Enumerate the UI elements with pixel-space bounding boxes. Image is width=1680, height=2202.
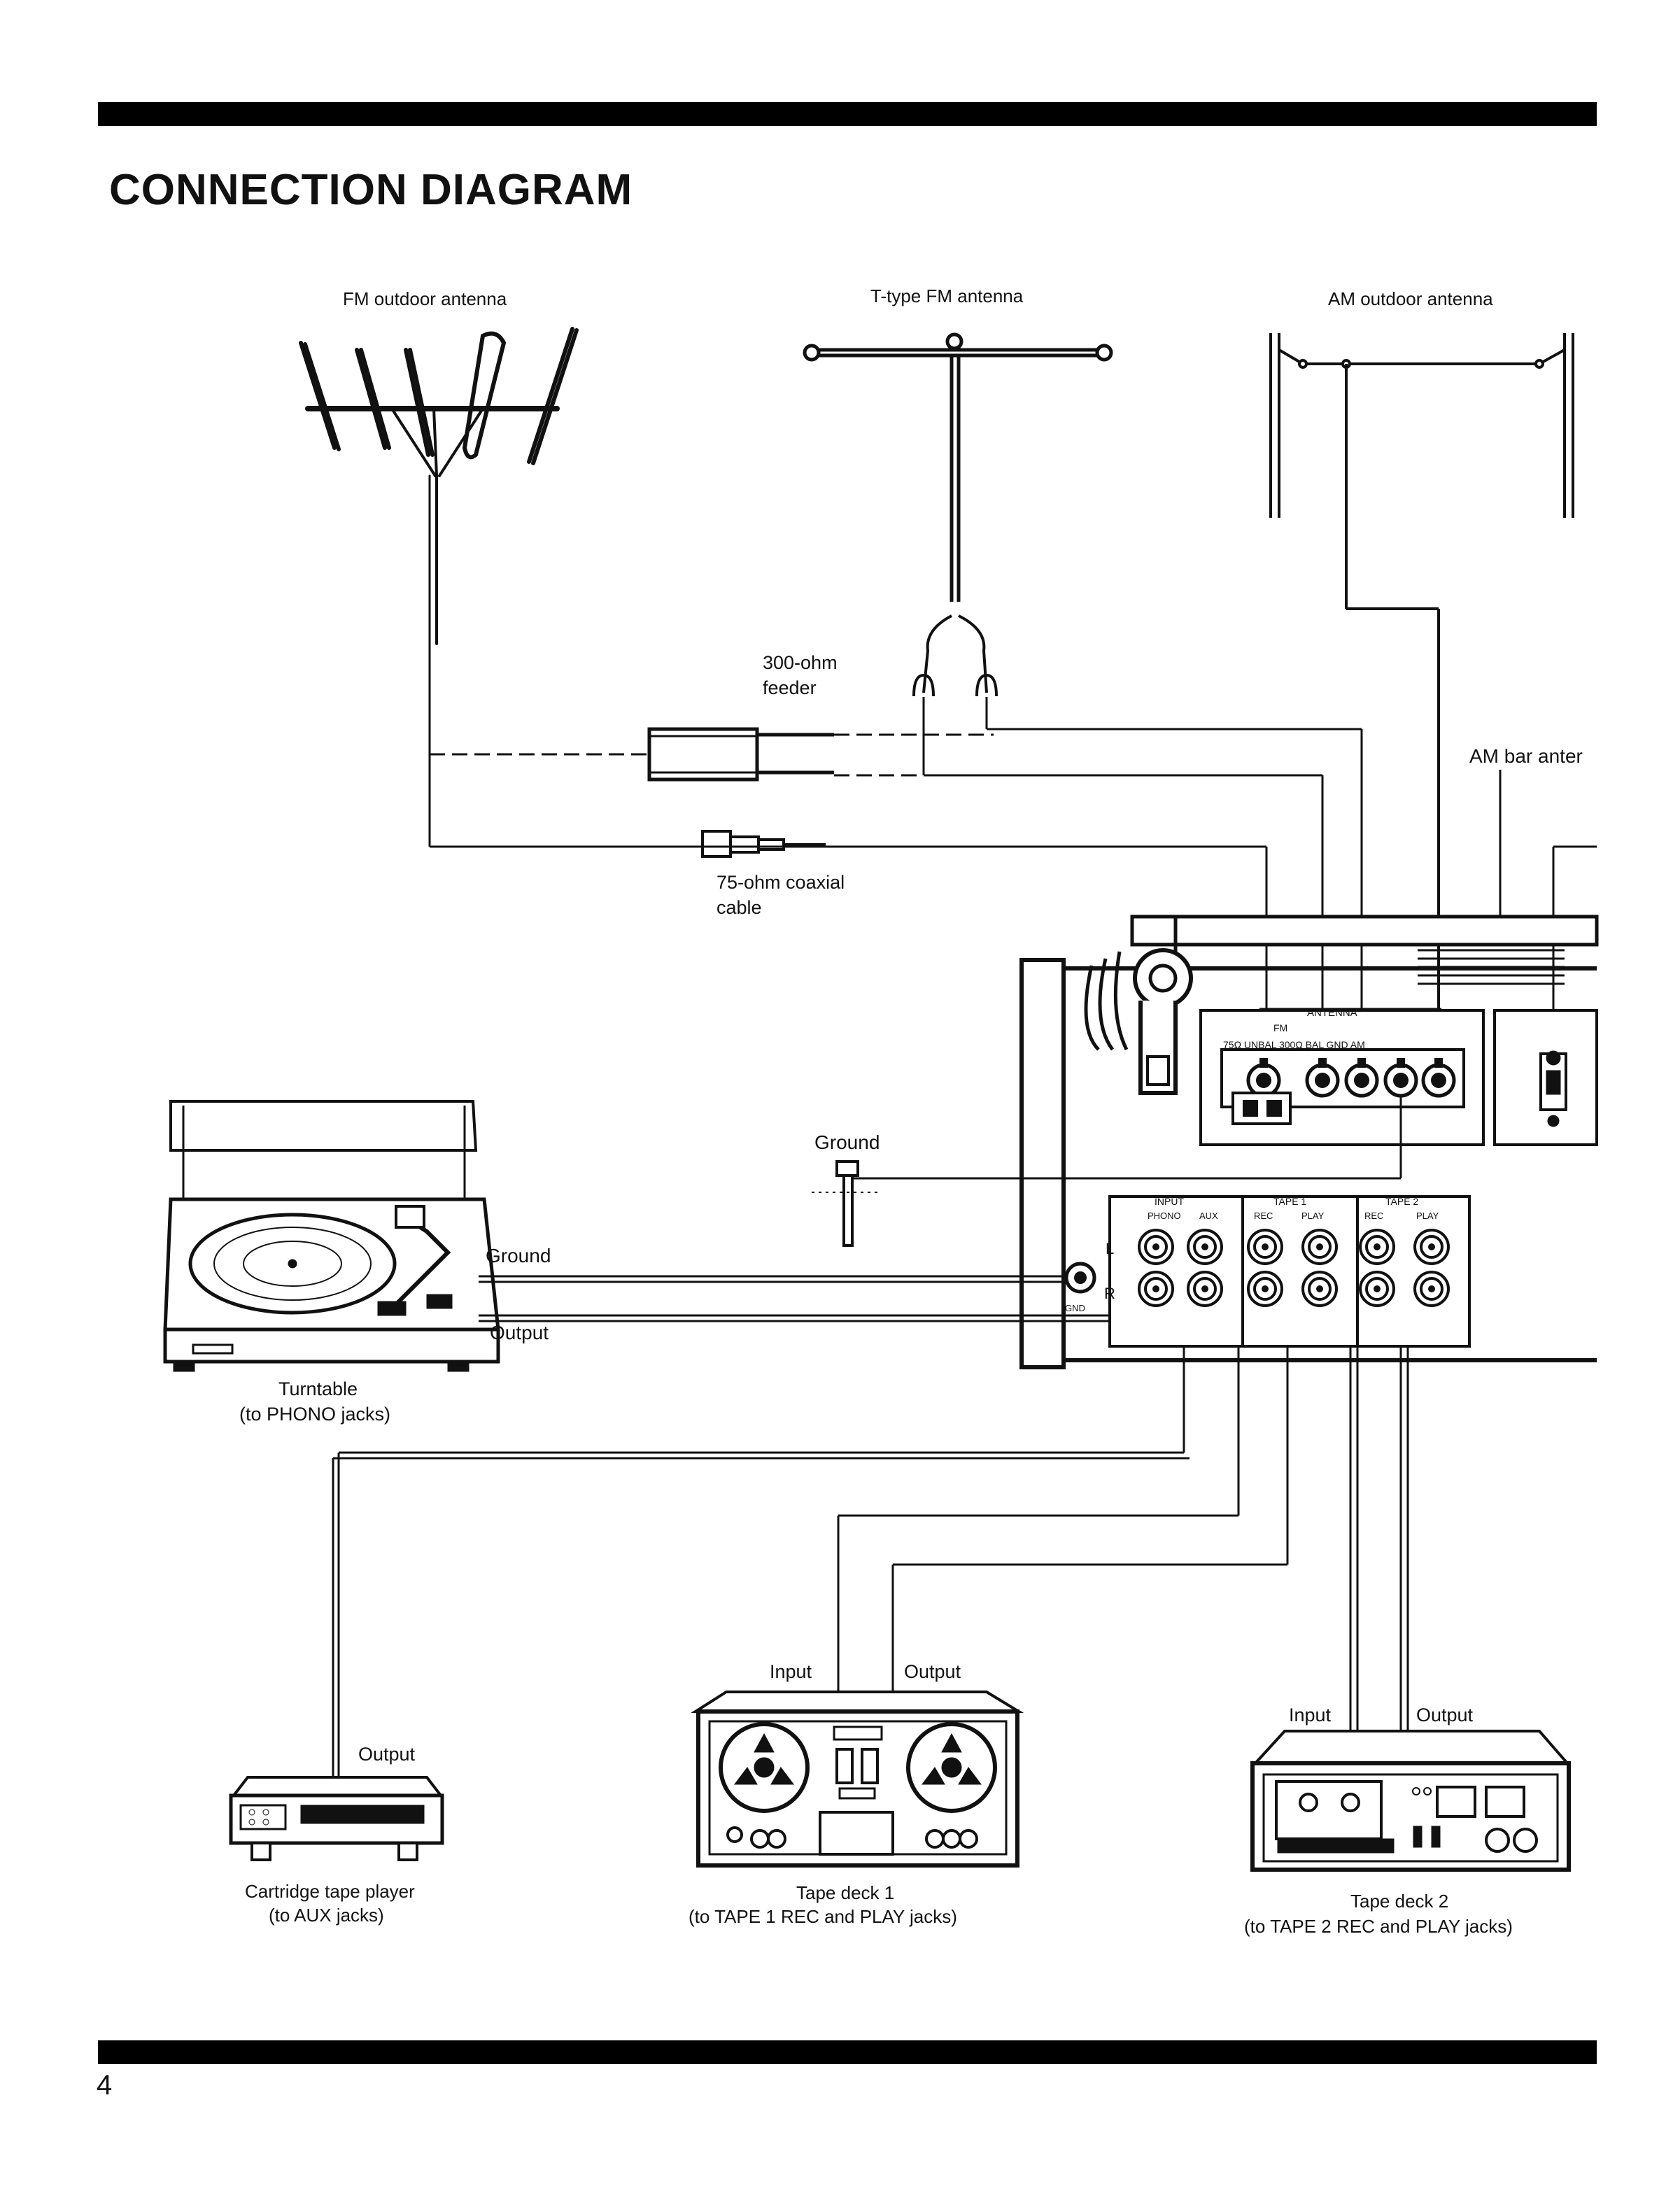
aux-r-jack-icon	[1187, 1271, 1223, 1307]
antenna-wiring	[428, 644, 1363, 1057]
tape1-rec-label: REC	[1254, 1211, 1273, 1221]
ground-stake-icon	[812, 1160, 882, 1247]
bottom-rule	[98, 2040, 1597, 2064]
turntable-icon	[163, 1100, 500, 1372]
tape1-play-r-jack-icon	[1301, 1271, 1338, 1307]
tape1-label-1: Tape deck 1	[796, 1882, 894, 1903]
tape2-label-1: Tape deck 2	[1350, 1891, 1448, 1912]
tape2-label-2: (to TAPE 2 REC and PLAY jacks)	[1244, 1916, 1513, 1937]
tape1-rec-r-jack-icon	[1247, 1271, 1283, 1307]
page-number: 4	[97, 2070, 113, 2101]
am-outdoor-antenna-label: AM outdoor antenna	[1328, 288, 1493, 309]
phono-l-jack-icon	[1138, 1229, 1174, 1265]
coax-label-1: 75-ohm coaxial	[717, 872, 845, 893]
turntable-label-1: Turntable	[278, 1378, 358, 1399]
tape1-play-label: PLAY	[1301, 1211, 1325, 1221]
am-bar-switch-block	[1493, 1009, 1598, 1146]
tape2-panel-label: TAPE 2	[1385, 1196, 1418, 1207]
tape2-rec-label: REC	[1364, 1211, 1383, 1221]
tape-deck-1-icon	[691, 1691, 1024, 1868]
tape1-input-label: Input	[770, 1661, 812, 1682]
fm-outdoor-antenna-icon	[299, 327, 579, 645]
am-bar-antenna-leads	[1418, 770, 1597, 1064]
gnd-panel-label: GND	[1065, 1303, 1085, 1313]
channel-r-label: R	[1104, 1285, 1115, 1302]
am-outdoor-antenna-icon	[1269, 333, 1574, 1057]
t-type-fm-antenna-icon	[803, 332, 1113, 697]
antenna-terminals-label: 75Ω UNBAL 300Ω BAL GND AM	[1223, 1039, 1365, 1050]
antenna-terminal-block: ANTENNA FM 75Ω UNBAL 300Ω BAL GND AM	[1199, 1007, 1485, 1146]
turntable-output-label: Output	[490, 1322, 549, 1343]
aux-l-jack-icon	[1187, 1229, 1223, 1265]
channel-l-label: L	[1106, 1240, 1114, 1257]
fm-outdoor-antenna-label: FM outdoor antenna	[343, 288, 507, 309]
input-panel-label: INPUT	[1155, 1196, 1184, 1207]
tape2-wiring	[1349, 1346, 1409, 1731]
receiver-rear-panel	[1019, 915, 1599, 1369]
tape1-wiring	[837, 1346, 1289, 1692]
page-title: CONNECTION DIAGRAM	[109, 166, 633, 214]
cartridge-output-label: Output	[358, 1744, 416, 1765]
tape1-label-2: (to TAPE 1 REC and PLAY jacks)	[689, 1906, 957, 1927]
turntable-label-2: (to PHONO jacks)	[239, 1404, 390, 1425]
turntable-ground-label: Ground	[486, 1245, 551, 1266]
tape2-play-l-jack-icon	[1413, 1229, 1450, 1265]
coaxial-cable-icon	[701, 830, 826, 858]
input-jack-panel: INPUT TAPE 1 TAPE 2 PHONO AUX REC PLAY R…	[1064, 1195, 1471, 1348]
tape1-panel-label: TAPE 1	[1273, 1196, 1306, 1207]
tape2-play-label: PLAY	[1416, 1211, 1439, 1221]
feeder-label-2: feeder	[763, 677, 817, 698]
phono-panel-label: PHONO	[1148, 1211, 1181, 1221]
tape2-rec-r-jack-icon	[1359, 1271, 1395, 1307]
fm-panel-label: FM	[1273, 1022, 1287, 1033]
ground-wiring	[849, 1096, 1402, 1180]
phono-r-jack-icon	[1138, 1271, 1174, 1307]
cartridge-label-2: (to AUX jacks)	[269, 1905, 384, 1926]
tape1-rec-l-jack-icon	[1247, 1229, 1283, 1265]
aux-wiring	[332, 1346, 1190, 1777]
antenna-panel-label: ANTENNA	[1307, 1007, 1357, 1019]
tape-deck-2-icon	[1250, 1730, 1571, 1872]
aux-panel-label: AUX	[1199, 1211, 1218, 1221]
t-type-fm-antenna-label: T-type FM antenna	[870, 285, 1024, 306]
feeder-cable-icon	[430, 727, 994, 782]
am-bar-antenna-label: AM bar anter	[1469, 745, 1583, 767]
coax-label-2: cable	[717, 897, 762, 918]
tape2-output-label: Output	[1416, 1705, 1474, 1725]
turntable-wiring	[479, 1275, 1110, 1322]
tape1-output-label: Output	[904, 1661, 961, 1682]
tape2-play-r-jack-icon	[1413, 1271, 1450, 1307]
tape2-input-label: Input	[1289, 1705, 1332, 1725]
top-rule	[98, 102, 1597, 126]
feeder-label-1: 300-ohm	[763, 652, 838, 673]
tape1-play-l-jack-icon	[1301, 1229, 1338, 1265]
tape2-rec-l-jack-icon	[1359, 1229, 1395, 1265]
cartridge-label-1: Cartridge tape player	[245, 1881, 415, 1902]
cartridge-tape-player-icon	[229, 1776, 444, 1861]
ground-center-label: Ground	[814, 1131, 880, 1153]
